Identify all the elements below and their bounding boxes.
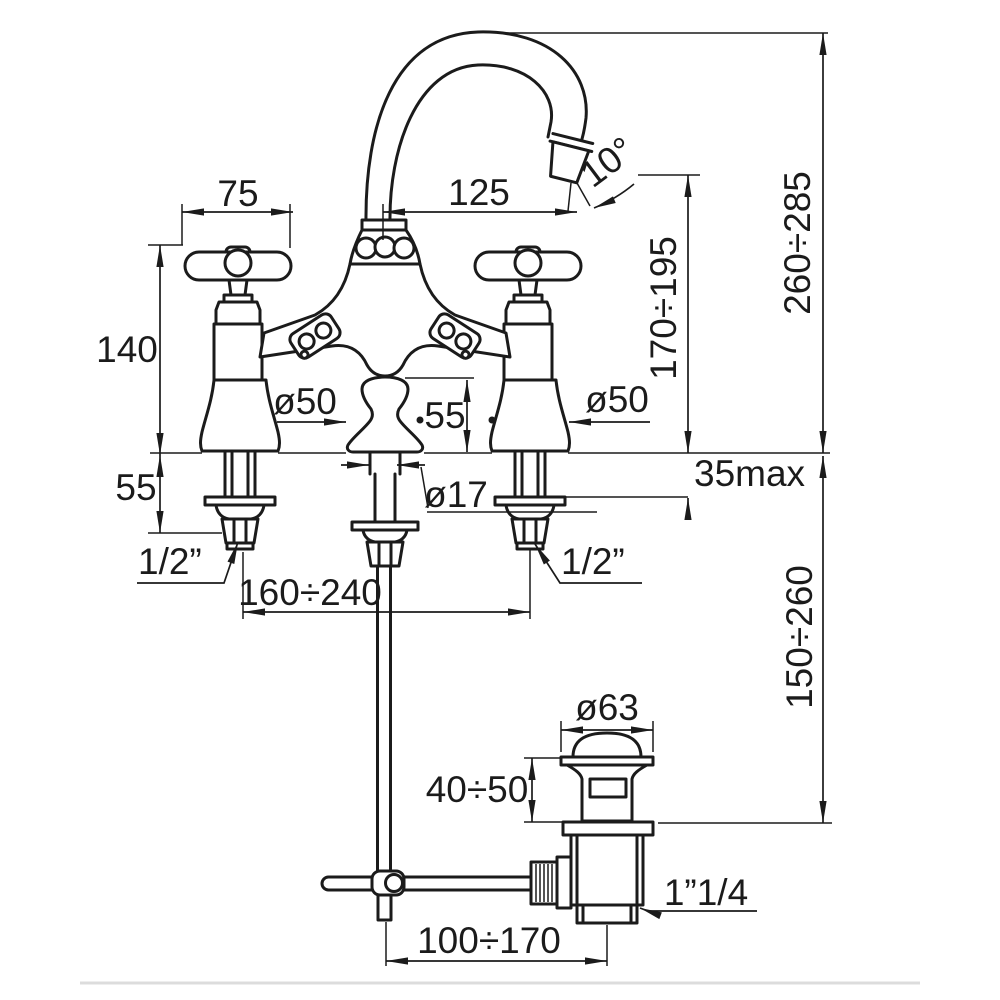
dimension-thread-left: 1/2” [137,541,239,584]
waste-window [588,777,628,799]
dimension-drop-range: 150÷260 [779,456,827,823]
left-union-nut [288,312,342,360]
nut-bead [297,332,316,351]
waste-body [569,833,645,907]
nut-bead [314,321,333,340]
dimension-lever-span: 100÷170 [386,920,607,965]
leader-dot [416,416,424,424]
spout [364,30,595,224]
dim-label-waste-thread: 1”1/4 [664,872,748,913]
valve-bonnet [214,300,262,326]
waste-cap-dome [571,731,643,759]
rod-lower-end [376,893,393,922]
waste-outlet-thread [575,903,639,925]
dimension-inlet-spacing: 160÷240 [238,572,530,616]
shank-dome-nut [361,528,409,544]
valve-escutcheon-bell [199,378,281,453]
dimension-body-height: 140 [96,244,183,455]
dim-label-lever-span: 100÷170 [417,920,561,961]
dimension-rod-dia: ø17 [341,461,488,515]
dimension-waste-thread: 1”1/4 [639,872,757,920]
dim-label-overall-height: 260÷285 [777,171,818,315]
dimension-escutcheon-dia: ø50 [488,379,650,426]
waste-assembly [529,731,655,925]
dim-label-waste-height: 40÷50 [426,769,529,810]
tail-dome-nut [214,503,266,521]
adjuster-ring [555,855,573,910]
handle-stem [227,278,249,297]
aerator [548,132,595,185]
faucet [183,30,655,925]
dim-label-popup-knob-dia: ø50 [273,381,337,422]
angle-wedge-line [567,182,572,212]
nut-bead [460,349,471,360]
dimension-thread-right: 1/2” [534,541,642,584]
dim-label-thread-right: 1/2” [561,541,625,582]
popup-rod-assembly [350,450,420,874]
tail-thread [225,541,255,551]
lever-rod [320,875,538,892]
dimensions: 75 125 10° 140 55 ø50 55 [96,33,827,965]
waste-flange [561,820,655,837]
nut-bead [437,321,456,340]
dimension-spout-height: 170÷195 [643,175,692,453]
dim-label-inlet-spacing: 160÷240 [238,572,382,613]
tail-hex-nut [220,517,260,545]
dim-label-spout-reach: 125 [448,172,510,213]
dim-label-handle-width: 75 [217,173,258,214]
shank-hex-nut [365,540,405,568]
dim-label-escutcheon-dia: ø50 [585,379,649,420]
dimension-popup-knob-height: 55 [424,380,471,452]
dimension-deck-max: 35max [684,453,806,520]
pivot-ball [384,873,404,893]
aerator-ring-line [551,132,595,145]
spout-outer-edge [364,30,588,224]
spout-inner-edge [388,63,554,224]
valve-body [212,322,264,382]
dim-label-rod-dia: ø17 [424,474,488,515]
dim-label-thread-left: 1/2” [138,541,202,582]
pearl-bead [354,236,378,260]
pearl-bead [392,236,416,260]
right-union-nut [428,312,482,360]
dimension-shank-length: 55 [115,455,164,533]
dim-label-body-height: 140 [96,329,158,370]
popup-knob [345,375,425,454]
dim-label-waste-cap-dia: ø63 [575,687,639,728]
dim-label-drop-range: 150÷260 [779,565,820,709]
dimension-popup-knob-dia: ø50 [273,381,424,426]
dimension-waste-height: 40÷50 [426,758,536,822]
pearl-bead [373,235,397,259]
nut-bead [299,349,310,360]
aerator-cup [549,140,591,185]
dimension-handle-width: 75 [182,173,293,216]
riser-pearl-band [348,228,422,266]
nut-bead [454,332,473,351]
dimension-spout-reach: 125 [383,172,577,216]
dimension-waste-cap-dia: ø63 [561,687,653,734]
left-valve [183,245,293,551]
handle-hub [223,248,253,278]
dim-label-spout-height: 170÷195 [643,236,684,380]
dim-label-shank-length: 55 [115,467,156,508]
dim-label-deck-max: 35max [694,453,806,494]
angle-wedge-line [576,182,591,207]
leader-dot [488,416,496,424]
supply-tail [203,449,277,551]
dim-label-popup-knob-height: 55 [424,395,465,436]
dimension-overall-height: 260÷285 [777,33,827,453]
